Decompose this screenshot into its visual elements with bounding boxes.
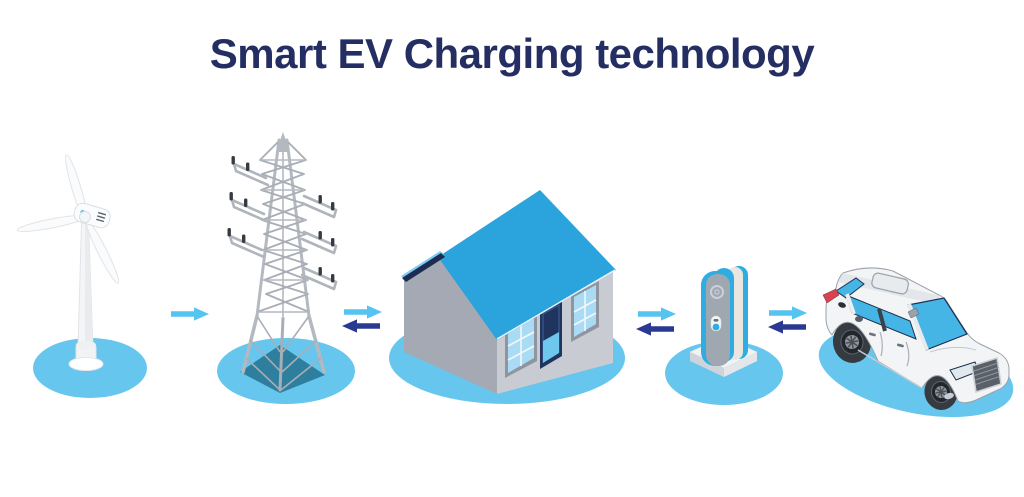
arrow-left-icon (342, 319, 380, 333)
car-grille (971, 356, 1002, 394)
tower-base-platform (240, 345, 325, 393)
arrow-left-icon (768, 320, 806, 334)
page-title: Smart EV Charging technology (209, 30, 815, 77)
car-hood-crease (929, 346, 977, 353)
lattice-mast (255, 132, 311, 318)
house-roof (438, 190, 616, 340)
car-b-pillar (877, 308, 887, 332)
wind-turbine-illustration (16, 154, 147, 398)
turbine-tower (68, 221, 104, 371)
arrow-left-icon (636, 322, 674, 336)
car-mirror (907, 307, 920, 319)
tower-leg-braces (245, 315, 322, 391)
house-door (540, 299, 562, 369)
crossarm-insulators (227, 156, 335, 283)
arrow-right-icon (344, 305, 382, 319)
car-fog-light (944, 392, 954, 400)
house-roof-ridge (402, 253, 445, 282)
arrow-right-icon (769, 306, 807, 320)
arrow-right-icon (171, 307, 209, 321)
car-rear-window (835, 277, 865, 299)
house-gable-wall (404, 256, 497, 394)
flow-arrows-grid-house (342, 305, 382, 333)
car-tail-light (822, 288, 840, 304)
car-door-seams (879, 331, 910, 367)
car-sunroof (871, 272, 909, 295)
tower-crossarms (228, 162, 338, 291)
transmission-tower-illustration (217, 132, 355, 404)
car-charge-port (855, 316, 863, 322)
charging-station-emblem-icon (710, 285, 724, 299)
turbine-nacelle (73, 202, 111, 229)
flow-arrows-house-charger (636, 307, 676, 336)
flow-arrows-charger-car (768, 306, 807, 334)
arrow-right-icon (638, 307, 676, 321)
charging-station-body (701, 266, 748, 366)
turbine-hub (79, 211, 91, 223)
electric-car-illustration (818, 267, 1014, 418)
car-rocker-line (857, 349, 923, 389)
car-door-handles (868, 332, 904, 348)
car-d-pillar (845, 293, 856, 315)
charging-socket (710, 315, 722, 332)
house-illustration (389, 190, 625, 404)
turbine-blades (16, 154, 120, 284)
car-rear-cap (838, 302, 846, 308)
tower-legs (241, 314, 326, 392)
house-window (571, 281, 599, 342)
ev-charging-station-illustration (665, 266, 783, 405)
